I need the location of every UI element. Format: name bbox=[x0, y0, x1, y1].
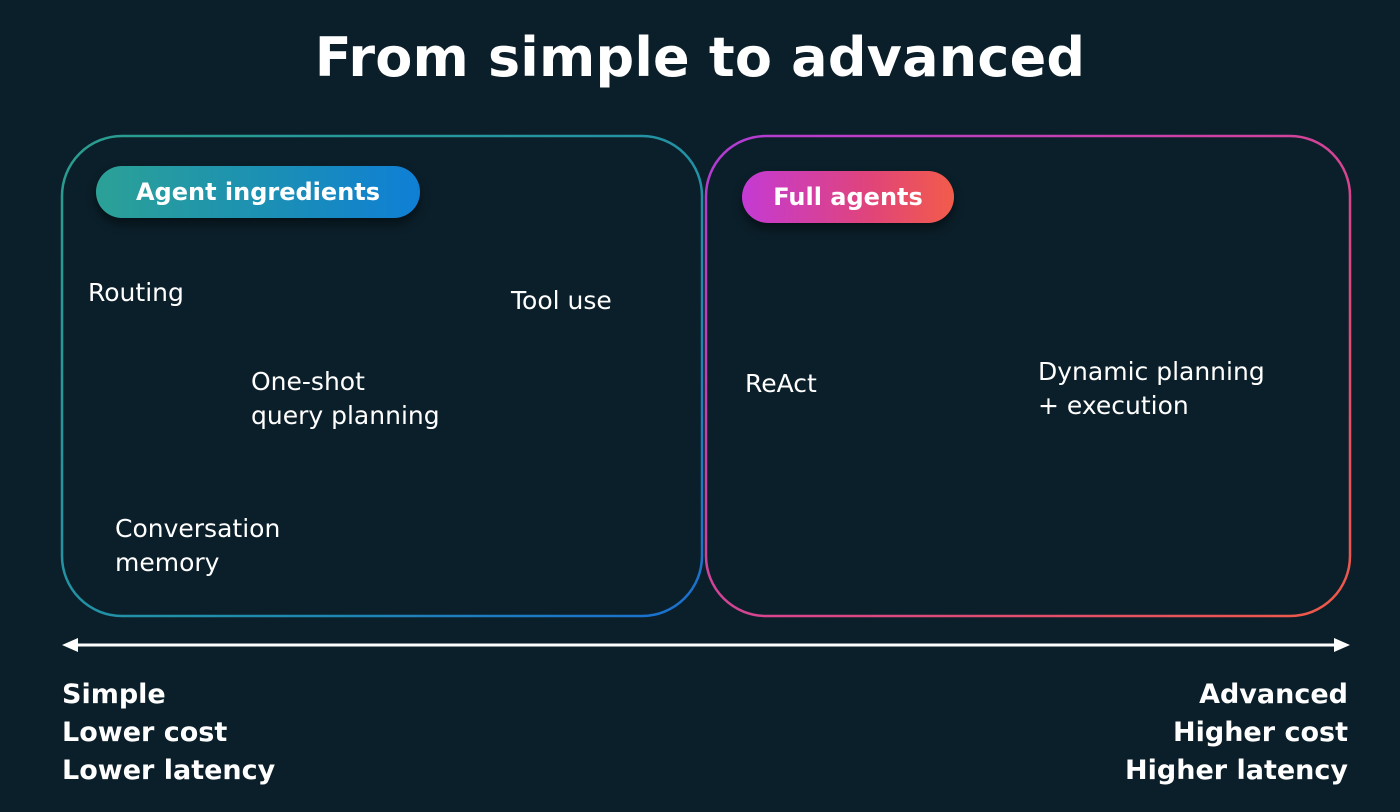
scale-right-higher-latency: Higher latency bbox=[1125, 755, 1348, 786]
item-conversation-memory: Conversation memory bbox=[115, 514, 281, 577]
agent-ingredients-pill: Agent ingredients bbox=[96, 166, 420, 218]
item-routing: Routing bbox=[88, 278, 184, 307]
scale-right-advanced: Advanced bbox=[1199, 679, 1348, 710]
item-dynamic-planning-execution: Dynamic planning + execution bbox=[1038, 357, 1265, 420]
item-tool-use: Tool use bbox=[511, 286, 612, 315]
scale-left-lower-cost: Lower cost bbox=[62, 717, 228, 748]
scale-left-simple: Simple bbox=[62, 679, 166, 710]
item-react: ReAct bbox=[745, 369, 817, 398]
item-one-shot-query-planning: One-shot query planning bbox=[251, 367, 440, 430]
scale-left-lower-latency: Lower latency bbox=[62, 755, 276, 786]
scale-arrow-right-head bbox=[1334, 638, 1350, 652]
slide-title: From simple to advanced bbox=[314, 26, 1086, 89]
scale-right-labels: Advanced Higher cost Higher latency bbox=[1125, 676, 1348, 790]
scale-arrow-left-head bbox=[62, 638, 78, 652]
scale-right-higher-cost: Higher cost bbox=[1173, 717, 1348, 748]
scale-left-labels: Simple Lower cost Lower latency bbox=[62, 676, 275, 790]
full-agents-pill: Full agents bbox=[742, 171, 954, 223]
